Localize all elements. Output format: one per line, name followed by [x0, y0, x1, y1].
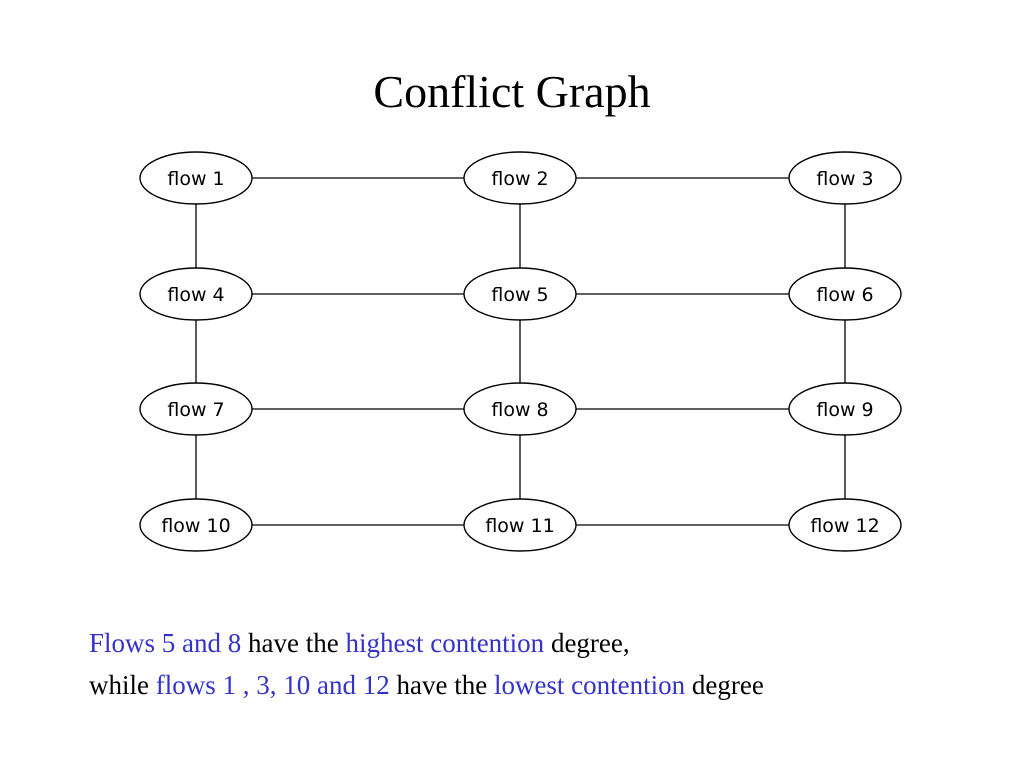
node-flow-7: flow 7 [139, 382, 253, 436]
node-flow-12: flow 12 [788, 498, 902, 552]
caption-line-1: Flows 5 and 8 have the highest contentio… [89, 622, 764, 664]
caption-highlight-highest: highest contention [345, 628, 545, 658]
node-ellipse [463, 382, 577, 436]
node-flow-2: flow 2 [463, 151, 577, 205]
node-label: flow 7 [167, 399, 224, 421]
node-label: flow 8 [491, 399, 548, 421]
node-ellipse [788, 382, 902, 436]
node-ellipse [788, 267, 902, 321]
node-label: flow 11 [485, 515, 554, 537]
caption-text: degree [685, 670, 764, 700]
node-flow-8: flow 8 [463, 382, 577, 436]
node-ellipse [139, 498, 253, 552]
caption: Flows 5 and 8 have the highest contentio… [89, 622, 764, 706]
node-label: flow 5 [491, 284, 548, 306]
node-ellipse [463, 267, 577, 321]
caption-text: have the [389, 670, 494, 700]
node-label: flow 6 [816, 284, 873, 306]
node-ellipse [788, 151, 902, 205]
node-label: flow 10 [161, 515, 230, 537]
node-label: flow 3 [816, 168, 873, 190]
node-flow-5: flow 5 [463, 267, 577, 321]
node-label: flow 4 [167, 284, 224, 306]
graph-nodes: flow 1 flow 2 flow 3 flow 4 flow 5 flow 6 flow… [139, 151, 902, 552]
node-label: flow 9 [816, 399, 873, 421]
caption-text: have the [241, 628, 346, 658]
node-flow-4: flow 4 [139, 267, 253, 321]
node-flow-11: flow 11 [463, 498, 577, 552]
node-flow-10: flow 10 [139, 498, 253, 552]
caption-highlight-flows-5-8: Flows 5 and 8 [89, 628, 242, 658]
node-flow-3: flow 3 [788, 151, 902, 205]
node-ellipse [463, 151, 577, 205]
node-ellipse [139, 151, 253, 205]
node-label: flow 12 [810, 515, 879, 537]
caption-text: degree, [544, 628, 630, 658]
graph-edges [195, 177, 846, 526]
caption-text: while [89, 670, 156, 700]
node-label: flow 1 [167, 168, 224, 190]
slide-title: Conflict Graph [373, 66, 651, 117]
node-flow-6: flow 6 [788, 267, 902, 321]
node-flow-1: flow 1 [139, 151, 253, 205]
node-ellipse [463, 498, 577, 552]
caption-highlight-lowest: lowest contention [493, 670, 686, 700]
node-ellipse [788, 498, 902, 552]
conflict-graph: flow 1 flow 2 flow 3 flow 4 flow 5 flow 6 flow… [139, 151, 902, 552]
node-flow-9: flow 9 [788, 382, 902, 436]
caption-highlight-flows-1-3-10-12: flows 1 , 3, 10 and 12 [155, 670, 390, 700]
node-ellipse [139, 382, 253, 436]
node-ellipse [139, 267, 253, 321]
caption-line-2: while flows 1 , 3, 10 and 12 have the lo… [89, 664, 764, 706]
node-label: flow 2 [491, 168, 548, 190]
